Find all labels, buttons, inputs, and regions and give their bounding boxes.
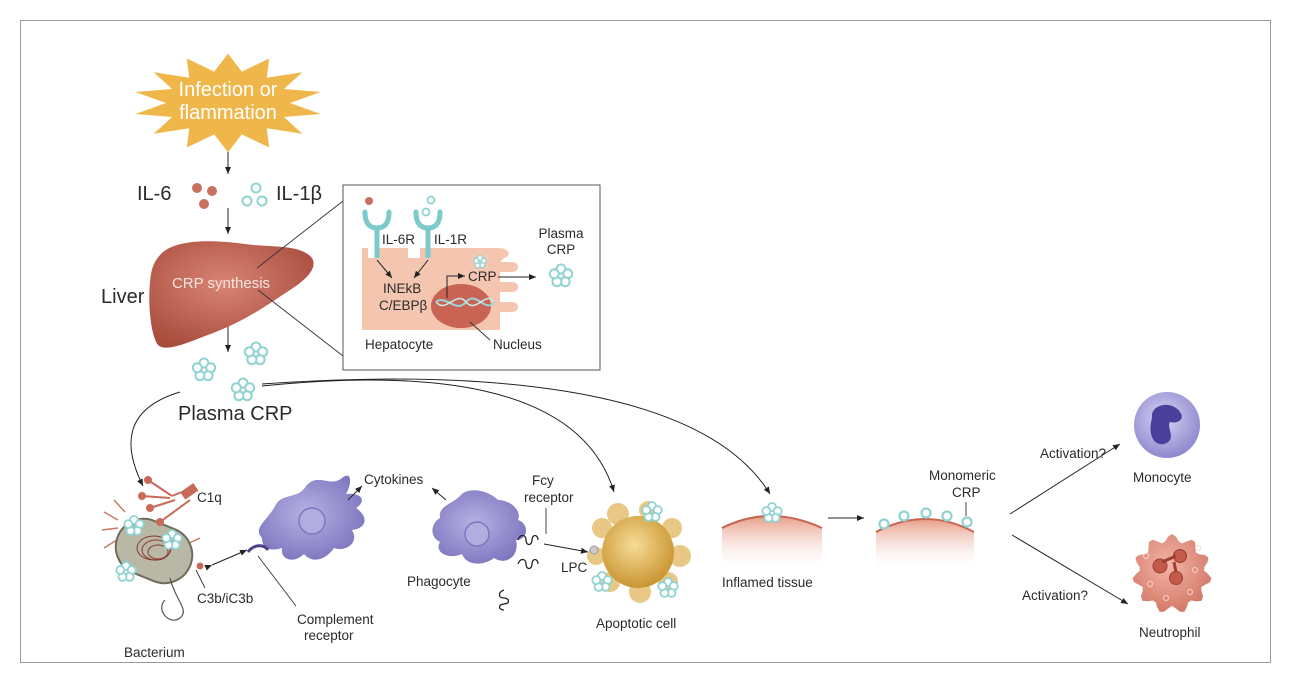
arrow-to-bacterium bbox=[130, 391, 181, 487]
arrow-il6r-signal bbox=[376, 259, 393, 279]
cytokines-label: Cytokines bbox=[364, 472, 424, 487]
il1b-molecules-icon bbox=[241, 182, 268, 207]
c3b-icon bbox=[196, 562, 204, 570]
crp-synthesis-label: CRP synthesis bbox=[172, 275, 270, 292]
arrow-activation-monocyte bbox=[1009, 443, 1121, 515]
activation-label-1: Activation? bbox=[1040, 446, 1106, 461]
monomeric-line1: Monomeric bbox=[929, 468, 996, 483]
complement-receptor-icon bbox=[246, 544, 270, 553]
crp-subunit bbox=[761, 506, 772, 517]
crp-subunit bbox=[230, 382, 242, 394]
arrow-cytokines-release bbox=[347, 485, 363, 501]
inset-connector-top bbox=[256, 200, 344, 269]
crp-subunit bbox=[243, 346, 255, 358]
arrow-il1r-signal bbox=[413, 259, 429, 279]
crp-subunit bbox=[115, 565, 126, 575]
infection-starburst: Infection or flammation bbox=[135, 53, 321, 153]
complement-line2: receptor bbox=[304, 628, 354, 643]
phagocyte-nucleus-icon bbox=[464, 521, 490, 547]
cebpb-label: C/EBPβ bbox=[379, 298, 428, 313]
il6r-label: IL-6R bbox=[382, 232, 415, 247]
trigger-line1: Infection or bbox=[179, 79, 278, 101]
bacterium-icon bbox=[101, 499, 201, 621]
il6r-receptor-icon bbox=[362, 197, 392, 258]
crp-subunit bbox=[591, 575, 602, 585]
inset-plasma-line2: CRP bbox=[547, 242, 576, 257]
bacterium-bound-crp-icon bbox=[115, 515, 183, 582]
il6-label: IL-6 bbox=[137, 183, 171, 205]
bacterium-label: Bacterium bbox=[124, 645, 185, 660]
inflamed-tissue-icon bbox=[722, 516, 822, 572]
liver-label: Liver bbox=[101, 286, 145, 308]
activation-label-2: Activation? bbox=[1022, 588, 1088, 603]
fcy-receptor-icon bbox=[498, 534, 539, 611]
c3b-label: C3b/iC3b bbox=[197, 591, 253, 606]
c1q-icon bbox=[138, 476, 199, 526]
c1q-label: C1q bbox=[197, 490, 222, 505]
monocyte-label: Monocyte bbox=[1133, 470, 1192, 485]
nucleus-label: Nucleus bbox=[493, 337, 542, 352]
inset-plasma-line1: Plasma bbox=[538, 226, 584, 241]
arrow-phagocyte-apoptotic bbox=[543, 543, 589, 554]
complement-line1: Complement bbox=[297, 612, 374, 627]
inflamed-tissue-label: Inflamed tissue bbox=[722, 575, 813, 590]
apoptotic-label: Apoptotic cell bbox=[596, 616, 676, 631]
arrow-phagocyte-cytokines bbox=[431, 487, 447, 501]
il6-molecules-icon bbox=[192, 183, 217, 209]
macrophage-nucleus-icon bbox=[298, 507, 326, 535]
arrow-bacterium-receptor bbox=[204, 549, 248, 571]
monomeric-crp-icon bbox=[878, 507, 973, 530]
inset-crp-pentamer-icon bbox=[548, 263, 574, 288]
neutrophil-label: Neutrophil bbox=[1139, 625, 1201, 640]
inset-crp-label: CRP bbox=[468, 269, 497, 284]
phagocyte-label: Phagocyte bbox=[407, 574, 471, 589]
hepatocyte-label: Hepatocyte bbox=[365, 337, 433, 352]
crp-subunit bbox=[473, 257, 480, 264]
crp-subunit bbox=[191, 362, 203, 374]
liver-icon bbox=[149, 241, 314, 348]
arrow-transcription bbox=[446, 273, 465, 298]
crp-subunit bbox=[641, 505, 652, 516]
tissue-bound-crp-icon bbox=[761, 502, 783, 523]
inset-connector-bottom bbox=[257, 289, 344, 357]
il1r-label: IL-1R bbox=[434, 232, 467, 247]
arrow-to-apoptotic bbox=[261, 379, 615, 493]
lpc-label: LPC bbox=[561, 560, 588, 575]
fcy-line2: receptor bbox=[524, 490, 574, 505]
il1b-label: IL-1β bbox=[276, 183, 322, 205]
plasma-crp-icon bbox=[191, 341, 269, 402]
plasma-crp-label: Plasma CRP bbox=[178, 403, 292, 425]
monomeric-line2: CRP bbox=[952, 485, 981, 500]
neutrophil-granules-icon bbox=[1143, 545, 1201, 601]
crp-subunit bbox=[548, 268, 560, 280]
inekb-label: INEkB bbox=[383, 281, 421, 296]
il1r-receptor-icon bbox=[413, 195, 443, 258]
trigger-line2: flammation bbox=[179, 102, 277, 124]
neutrophil-nucleus-icon bbox=[1152, 549, 1187, 585]
crp-subunit bbox=[123, 519, 134, 529]
monomeric-tissue-icon bbox=[876, 519, 974, 572]
apoptotic-bound-crp-icon bbox=[591, 501, 679, 598]
arrow-to-tissue bbox=[261, 378, 771, 495]
crp-subunit bbox=[657, 581, 668, 591]
crp-subunit bbox=[161, 533, 172, 543]
crp-small-icon bbox=[473, 254, 487, 269]
fcy-line1: Fcy bbox=[532, 473, 554, 488]
monocyte-nucleus-icon bbox=[1150, 404, 1182, 445]
arrow-activation-neutrophil bbox=[1011, 534, 1129, 605]
diagram-frame bbox=[20, 20, 1271, 663]
